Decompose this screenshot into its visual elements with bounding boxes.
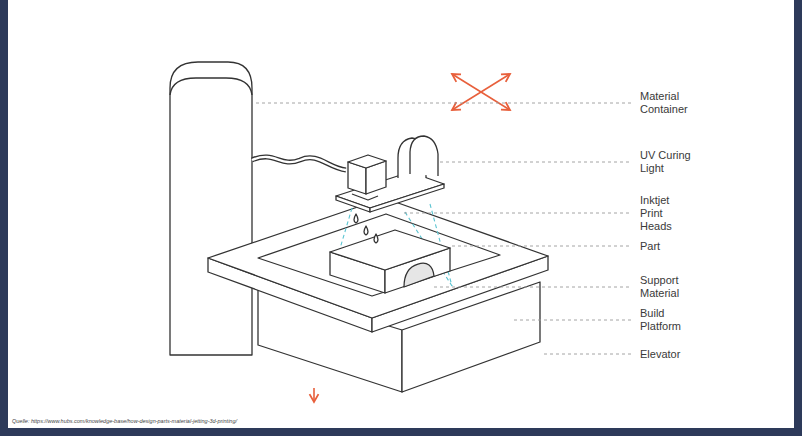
- part-label: Material Container: [640, 90, 702, 116]
- part-label: Inktjet Print Heads: [640, 194, 692, 233]
- part-label: Build Platform: [640, 307, 702, 333]
- white-panel: [8, 0, 794, 428]
- droplets: [354, 214, 378, 243]
- part-label: UV Curing Light: [640, 149, 702, 175]
- part-label: Support Material: [640, 274, 702, 300]
- feed-tube: [252, 157, 346, 170]
- leader-lines: [256, 103, 632, 354]
- uv-curing-light: [398, 136, 438, 178]
- feed-tube-inner: [252, 157, 346, 170]
- material-container: [170, 62, 252, 355]
- part-label: Part: [640, 240, 720, 253]
- build-platform: [208, 198, 548, 332]
- source-note: Quelle: https://www.hubs.com/knowledge-b…: [12, 418, 237, 425]
- part: [330, 230, 450, 293]
- motion-arrows: [314, 74, 510, 402]
- support-material: [404, 263, 434, 287]
- print-head: [348, 155, 386, 200]
- part-label: Elevator: [640, 348, 720, 361]
